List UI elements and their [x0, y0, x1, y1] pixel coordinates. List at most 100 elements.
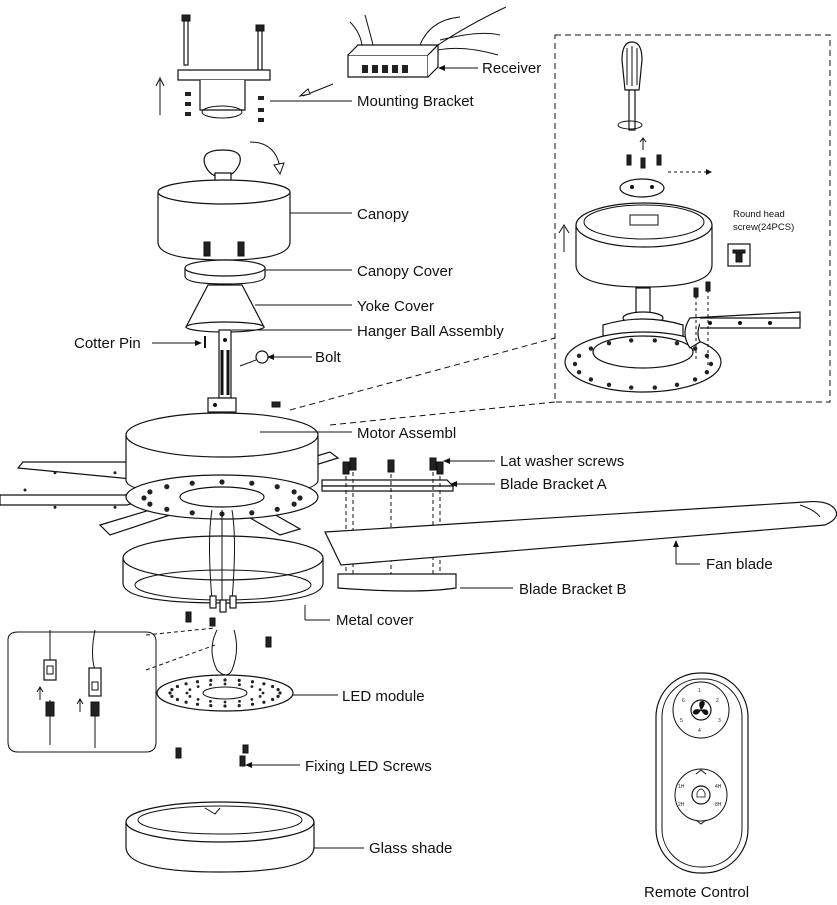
hole-dot — [249, 480, 255, 486]
hole-dot — [53, 505, 57, 509]
hole-dot — [188, 688, 192, 691]
hole-dot — [164, 506, 170, 512]
hole-dot — [250, 680, 255, 684]
hole-dot — [629, 385, 634, 390]
yoke-cover-part — [185, 284, 265, 333]
fixing-led-screws-part — [175, 744, 249, 767]
speed-mark-4: 4 — [698, 728, 701, 734]
bolt-label: Bolt — [315, 349, 342, 366]
hole-dot — [53, 471, 57, 475]
blade-bracket-a-label: Blade Bracket A — [500, 476, 607, 493]
connector-detail-inset — [7, 627, 216, 753]
hole-dot — [276, 688, 280, 692]
metal-cover-label: Metal cover — [336, 612, 414, 629]
hole-dot — [629, 338, 634, 343]
hole-dot — [262, 700, 266, 704]
inset-canopy — [575, 202, 713, 288]
hole-dot — [274, 506, 280, 512]
hole-dot — [175, 684, 179, 689]
hole-dot — [184, 700, 188, 704]
inset-screws — [626, 137, 712, 175]
mounting-bracket-part — [155, 14, 271, 122]
hole-dot — [291, 489, 297, 495]
hole-dot — [238, 699, 241, 703]
blade-bracket-b-part — [337, 573, 457, 592]
hole-dot — [23, 488, 27, 492]
hole-dot — [189, 480, 195, 486]
round-head-note-line1: Round head — [733, 209, 785, 220]
hole-dot — [175, 697, 179, 702]
remote-control-label: Remote Control — [644, 884, 749, 901]
hole-dot — [223, 678, 227, 682]
yoke-cover-label: Yoke Cover — [357, 298, 434, 315]
hole-dot — [297, 495, 303, 501]
hole-dot — [223, 704, 227, 708]
fan-blade-part — [324, 500, 837, 566]
led-module-label: LED module — [342, 688, 425, 705]
hole-dot — [141, 495, 147, 501]
hole-dot — [652, 338, 657, 343]
glass-shade-part — [125, 801, 315, 873]
hole-dot — [249, 510, 255, 516]
hole-dot — [606, 341, 612, 346]
hole-dot — [261, 691, 265, 695]
hole-dot — [209, 678, 213, 683]
hole-dot — [209, 699, 212, 703]
hole-dot — [271, 684, 275, 689]
hole-dot — [588, 377, 594, 382]
hole-dot — [196, 685, 200, 688]
hole-dot — [606, 382, 612, 387]
speed-mark-3: 3 — [718, 718, 721, 724]
hole-dot — [674, 341, 680, 346]
hole-dot — [184, 682, 188, 686]
hole-dot — [271, 697, 275, 702]
canopy-label: Canopy — [357, 206, 409, 223]
hole-dot — [692, 377, 698, 382]
hole-dot — [188, 695, 192, 698]
hole-dot — [170, 694, 174, 699]
lat-washer-screws-label: Lat washer screws — [500, 453, 624, 470]
fan-blade-label: Fan blade — [706, 556, 773, 573]
lat-washer-screws-part — [342, 457, 444, 475]
light-bulb-icon — [696, 788, 706, 798]
hole-dot — [291, 501, 297, 507]
speed-mark-6: 6 — [682, 698, 685, 704]
hole-dot — [276, 694, 280, 699]
fan-icon — [692, 700, 709, 716]
hole-dot — [237, 678, 241, 683]
hole-dot — [258, 695, 262, 698]
canopy-cover-part — [184, 259, 266, 285]
screwdriver-icon — [621, 41, 643, 131]
glass-shade-label: Glass shade — [369, 840, 452, 857]
speed-mark-5: 5 — [680, 718, 683, 724]
hole-dot — [147, 489, 153, 495]
cotter-pin-label: Cotter Pin — [74, 335, 141, 352]
hole-dot — [147, 501, 153, 507]
receiver-part — [347, 6, 507, 78]
hole-dot — [278, 691, 282, 695]
led-module-part — [156, 629, 294, 712]
timer-mark-8h: 8H — [715, 802, 722, 808]
hole-dot — [572, 361, 578, 367]
hole-dot — [652, 385, 657, 390]
hole-dot — [238, 683, 241, 687]
hole-dot — [164, 484, 170, 490]
speed-mark-1: 1 — [698, 688, 701, 694]
receiver-label: Receiver — [482, 60, 541, 77]
hole-dot — [223, 700, 227, 704]
hole-dot — [708, 361, 714, 367]
timer-mark-1h: 1H — [678, 784, 685, 790]
hole-dot — [195, 702, 200, 706]
hole-dot — [113, 505, 117, 509]
hole-dot — [258, 688, 262, 691]
round-head-note-line2: screw(24PCS) — [733, 222, 794, 233]
hanger-ball-assembly-label: Hanger Ball Assembly — [357, 323, 504, 340]
hole-dot — [250, 698, 254, 701]
hole-dot — [196, 698, 200, 701]
hole-dot — [576, 353, 582, 358]
bolt-part — [239, 350, 269, 367]
motor-assembly-label: Motor Assembl — [357, 425, 456, 442]
mounting-bracket-label: Mounting Bracket — [357, 93, 475, 110]
blade-bracket-b-label: Blade Bracket B — [519, 581, 627, 598]
